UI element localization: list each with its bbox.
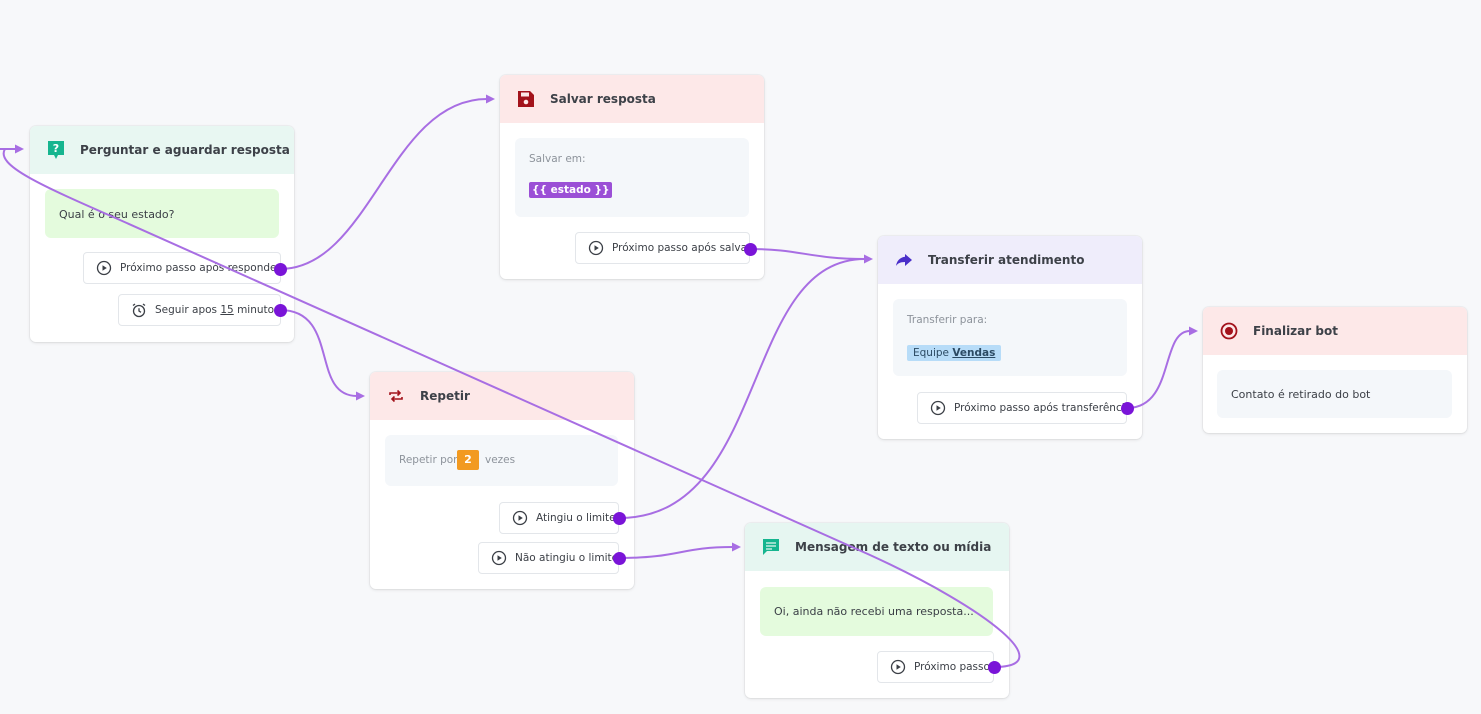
ask-timeout-value[interactable]: 15 — [220, 304, 234, 316]
repeat-reached-label: Atingiu o limite — [536, 512, 616, 524]
transfer-next-port[interactable] — [1121, 402, 1134, 415]
ask-node-header[interactable]: ? Perguntar e aguardar resposta — [30, 126, 294, 174]
save-next-step-button[interactable]: Próximo passo após salvar — [575, 232, 752, 264]
chat-icon — [761, 537, 781, 557]
repeat-prefix-label: Repetir por — [399, 454, 458, 466]
play-circle-icon — [96, 260, 112, 276]
transfer-next-step-label: Próximo passo após transferência — [954, 402, 1132, 414]
ask-next-step-label: Próximo passo após responder — [120, 262, 281, 274]
repeat-reached-button[interactable]: Atingiu o limite — [499, 502, 619, 534]
repeat-not-reached-label: Não atingiu o limite — [515, 552, 619, 564]
ask-next-step-button[interactable]: Próximo passo após responder — [83, 252, 281, 284]
transfer-node-header[interactable]: Transferir atendimento — [878, 236, 1142, 284]
ask-message-text: Qual é o seu estado? — [59, 208, 175, 221]
repeat-not-reached-button[interactable]: Não atingiu o limite — [478, 542, 619, 574]
connector-save-to-transfer — [749, 248, 866, 260]
play-circle-icon — [890, 659, 906, 675]
transfer-team-name[interactable]: Vendas — [952, 347, 996, 359]
arrowhead — [1189, 326, 1198, 336]
save-variable-tag[interactable]: {{ estado }} — [529, 182, 613, 198]
save-icon — [516, 89, 536, 109]
end-node[interactable]: Finalizar bot Contato é retirado do bot — [1203, 307, 1467, 433]
arrowhead — [15, 144, 24, 154]
message-node-header[interactable]: Mensagem de texto ou mídia — [745, 523, 1009, 571]
save-next-step-label: Próximo passo após salvar — [612, 242, 752, 254]
transfer-team-tag[interactable]: Equipe Vendas — [907, 345, 1002, 361]
repeat-icon — [386, 386, 406, 406]
repeat-not-reached-port[interactable] — [613, 552, 626, 565]
message-next-port[interactable] — [988, 661, 1001, 674]
save-target-panel[interactable]: Salvar em: {{ estado }} — [515, 138, 749, 217]
ask-timeout-button[interactable]: Seguir apos 15 minutos — [118, 294, 281, 326]
stop-circle-icon — [1219, 321, 1239, 341]
ask-node-title: Perguntar e aguardar resposta — [80, 143, 290, 157]
play-circle-icon — [491, 550, 507, 566]
connector-repeat-reached-to-transfer — [618, 258, 866, 519]
connector-repeat-notreached-to-message — [618, 546, 734, 559]
end-description-text: Contato é retirado do bot — [1231, 388, 1371, 401]
message-next-step-button[interactable]: Próximo passo — [877, 651, 994, 683]
message-text: Oi, ainda não recebi uma resposta... — [774, 605, 974, 618]
ask-timeout-prefix: Seguir apos — [155, 304, 218, 316]
message-next-step-label: Próximo passo — [914, 661, 990, 673]
arrowhead — [732, 542, 741, 552]
ask-timeout-port[interactable] — [274, 304, 287, 317]
repeat-node-title: Repetir — [420, 389, 470, 403]
message-text-bubble[interactable]: Oi, ainda não recebi uma resposta... — [760, 587, 993, 636]
save-node-header[interactable]: Salvar resposta — [500, 75, 764, 123]
question-icon: ? — [46, 140, 66, 160]
save-node-title: Salvar resposta — [550, 92, 656, 106]
arrowhead — [864, 254, 873, 264]
play-circle-icon — [930, 400, 946, 416]
arrowhead — [486, 94, 495, 104]
repeat-node-header[interactable]: Repetir — [370, 372, 634, 420]
transfer-to-label: Transferir para: — [907, 314, 988, 326]
end-node-title: Finalizar bot — [1253, 324, 1338, 338]
repeat-reached-port[interactable] — [613, 512, 626, 525]
save-next-port[interactable] — [744, 243, 757, 256]
play-circle-icon — [588, 240, 604, 256]
repeat-suffix-label: vezes — [485, 454, 516, 466]
play-circle-icon — [512, 510, 528, 526]
repeat-config-panel[interactable]: Repetir por 2 vezes — [385, 435, 618, 486]
end-node-header[interactable]: Finalizar bot — [1203, 307, 1467, 355]
repeat-count-badge[interactable]: 2 — [457, 450, 479, 470]
transfer-target-panel[interactable]: Transferir para: Equipe Vendas — [893, 299, 1127, 376]
ask-message-bubble[interactable]: Qual é o seu estado? — [45, 189, 279, 238]
end-description-panel: Contato é retirado do bot — [1217, 370, 1452, 418]
svg-text:?: ? — [53, 142, 59, 155]
transfer-team-prefix: Equipe — [913, 347, 949, 359]
arrowhead — [356, 391, 365, 401]
connector-ask-to-save — [279, 98, 488, 270]
transfer-node-title: Transferir atendimento — [928, 253, 1085, 267]
ask-next-port[interactable] — [274, 263, 287, 276]
share-arrow-icon — [894, 250, 914, 270]
transfer-next-step-button[interactable]: Próximo passo após transferência — [917, 392, 1131, 424]
save-in-label: Salvar em: — [529, 153, 586, 165]
alarm-clock-icon — [132, 303, 146, 318]
message-node-title: Mensagem de texto ou mídia — [795, 540, 992, 554]
